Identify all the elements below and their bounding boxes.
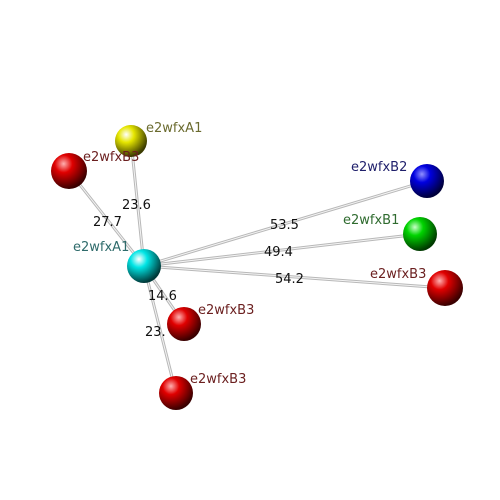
- atom-center[interactable]: [127, 249, 161, 283]
- atom-label-b3-left: e2wfxB3: [83, 150, 139, 165]
- atom-label-center: e2wfxA1: [73, 240, 129, 255]
- distance-label-b1-green: 49.4: [264, 245, 293, 260]
- atom-b2-blue[interactable]: [410, 164, 444, 198]
- atom-label-a1-yellow: e2wfxA1: [146, 121, 202, 136]
- atom-label-b3-right: e2wfxB3: [370, 267, 426, 282]
- atom-b3-left[interactable]: [51, 153, 87, 189]
- atom-b1-green[interactable]: [403, 217, 437, 251]
- atom-label-b2-blue: e2wfxB2: [351, 160, 407, 175]
- atom-b3-mid[interactable]: [167, 307, 201, 341]
- distance-label-b2-blue: 53.5: [270, 218, 299, 233]
- distance-label-b3-mid: 14.6: [148, 289, 177, 304]
- distance-label-b3-left: 27.7: [93, 215, 122, 230]
- distance-label-b3-low: 23.: [145, 325, 166, 340]
- atom-label-b3-mid: e2wfxB3: [198, 303, 254, 318]
- atom-a1-yellow[interactable]: [115, 125, 147, 157]
- atom-label-b1-green: e2wfxB1: [343, 213, 399, 228]
- atom-b3-right[interactable]: [427, 270, 463, 306]
- distance-label-a1-yellow: 23.6: [122, 198, 151, 213]
- atom-label-b3-low: e2wfxB3: [190, 372, 246, 387]
- atom-b3-low[interactable]: [159, 376, 193, 410]
- distance-label-b3-right: 54.2: [275, 272, 304, 287]
